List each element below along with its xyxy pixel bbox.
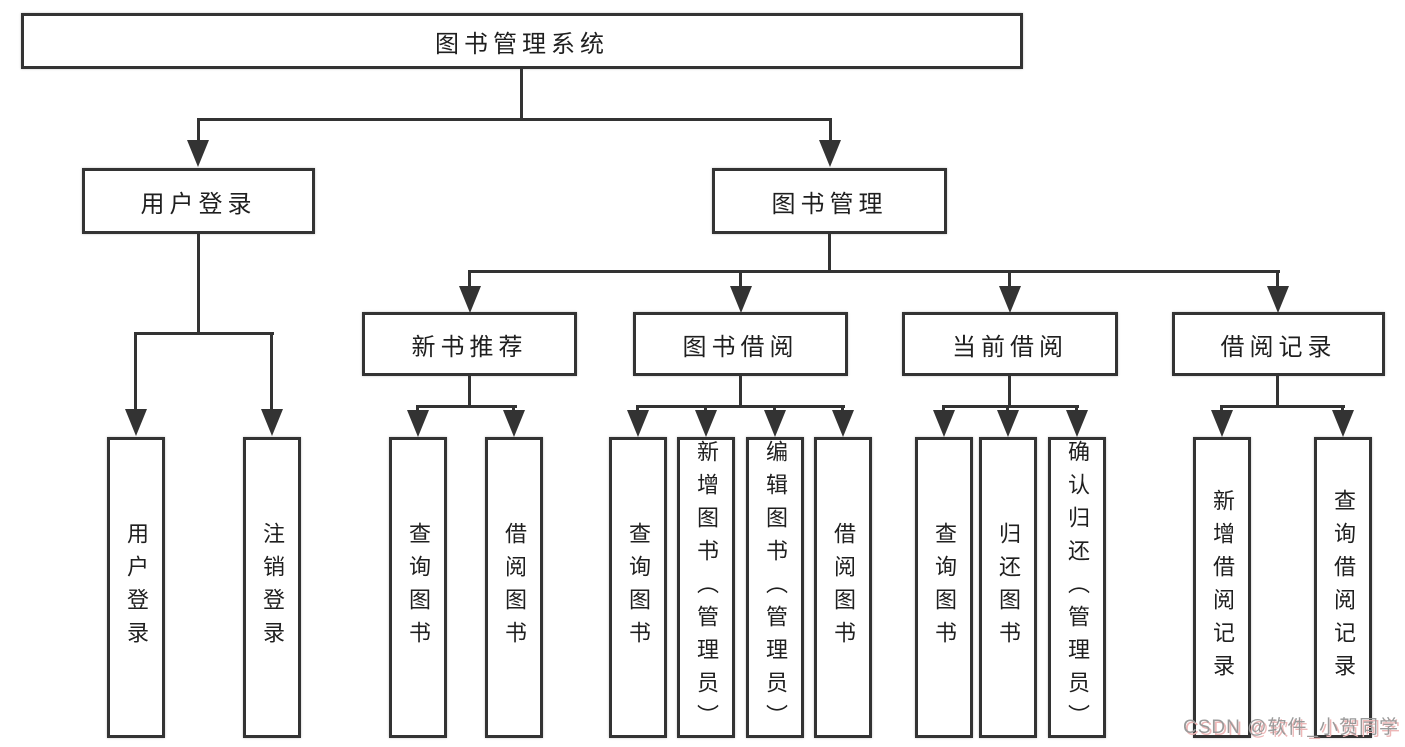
leaf-add-books-admin: 新增图书（管理员） <box>677 437 735 738</box>
leaf-edit-books-admin: 编辑图书（管理员） <box>746 437 804 738</box>
arrowhead-down-icon <box>695 410 717 437</box>
arrowhead-down-icon <box>999 286 1021 313</box>
connector-current-borrow-down <box>1008 376 1011 408</box>
connector-level3-stem <box>468 273 471 288</box>
leaf-query-books-current: 查询图书 <box>915 437 973 738</box>
connector-user-login-down <box>197 234 200 334</box>
arrowhead-down-icon <box>997 410 1019 437</box>
arrowhead-down-icon <box>1332 410 1354 437</box>
leaf-query-books-borrow: 查询图书 <box>609 437 667 738</box>
leaf-query-borrow-record: 查询借阅记录 <box>1314 437 1372 738</box>
connector-records-down <box>1276 376 1279 408</box>
arrowhead-down-icon <box>933 410 955 437</box>
connector-level3-stem <box>1276 273 1279 288</box>
arrowhead-down-icon <box>764 410 786 437</box>
connector-book-borrow-down <box>739 376 742 408</box>
connector-current-borrow-rail <box>942 405 1079 408</box>
arrowhead-down-icon <box>832 410 854 437</box>
connector-root-stem <box>520 68 523 121</box>
csdn-watermark: CSDN @软件_小贺同学 <box>1183 717 1399 738</box>
connector-level3-stem <box>1008 273 1011 288</box>
node-borrowing-records: 借阅记录 <box>1172 312 1385 376</box>
arrowhead-down-icon <box>627 410 649 437</box>
connector-root-rail <box>197 118 832 121</box>
arrowhead-down-icon <box>125 409 147 436</box>
connector-new-book-down <box>468 376 471 408</box>
leaf-logout: 注销登录 <box>243 437 301 738</box>
connector-level3-stem <box>739 273 742 288</box>
connector-book-borrow-rail <box>636 405 845 408</box>
arrowhead-down-icon <box>819 140 841 167</box>
leaf-return-books: 归还图书 <box>979 437 1037 738</box>
leaf-borrow-books-recommend: 借阅图书 <box>485 437 543 738</box>
arrowhead-down-icon <box>187 140 209 167</box>
arrowhead-down-icon <box>459 286 481 313</box>
node-book-borrowing: 图书借阅 <box>633 312 848 376</box>
arrowhead-down-icon <box>503 410 525 437</box>
arrowhead-down-icon <box>730 286 752 313</box>
connector-records-rail <box>1220 405 1345 408</box>
connector-book-management-stem <box>829 121 832 142</box>
arrowhead-down-icon <box>261 409 283 436</box>
leaf-confirm-return-admin: 确认归还（管理员） <box>1048 437 1106 738</box>
node-user-login: 用户登录 <box>82 168 315 234</box>
node-book-management: 图书管理 <box>712 168 947 234</box>
leaf-add-borrow-record: 新增借阅记录 <box>1193 437 1251 738</box>
arrowhead-down-icon <box>1211 410 1233 437</box>
connector-book-management-down <box>828 234 831 273</box>
connector-user-login-rail <box>134 332 274 335</box>
connector-leaf-stem <box>270 335 273 411</box>
leaf-user-login: 用户登录 <box>107 437 165 738</box>
node-new-book-recommendation: 新书推荐 <box>362 312 577 376</box>
arrowhead-down-icon <box>1267 286 1289 313</box>
connector-new-book-rail <box>416 405 517 408</box>
node-current-borrowing: 当前借阅 <box>902 312 1118 376</box>
connector-leaf-stem <box>134 335 137 411</box>
leaf-query-books-recommend: 查询图书 <box>389 437 447 738</box>
arrowhead-down-icon <box>1066 410 1088 437</box>
connector-user-login-stem <box>197 121 200 142</box>
leaf-borrow-books-borrow: 借阅图书 <box>814 437 872 738</box>
arrowhead-down-icon <box>407 410 429 437</box>
connector-book-management-rail <box>468 270 1280 273</box>
node-library-management-system: 图书管理系统 <box>21 13 1023 69</box>
